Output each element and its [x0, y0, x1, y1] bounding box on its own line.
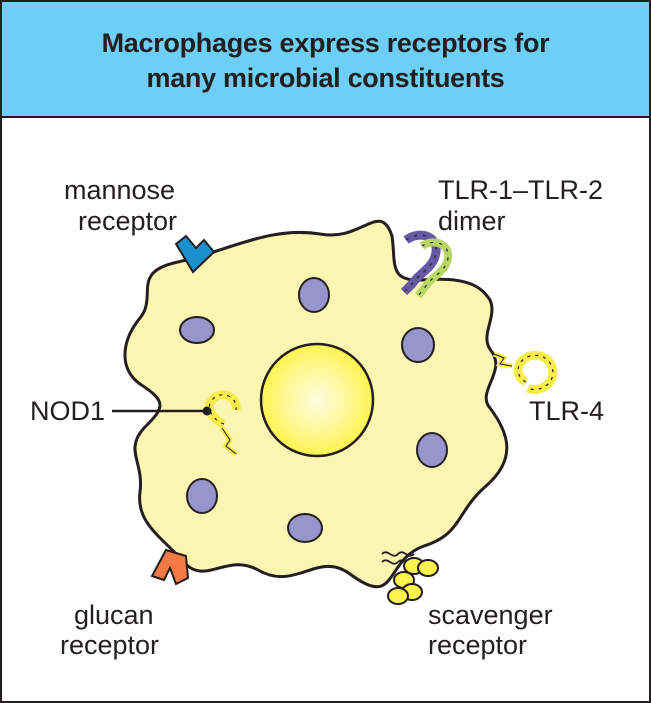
vesicle: [186, 478, 218, 514]
figure-title-line-1: Macrophages express receptors for: [101, 28, 550, 58]
label-mannose-line-1: mannose: [64, 175, 175, 205]
label-tlr12-line-1: TLR-1–TLR-2: [438, 175, 603, 205]
mannose-receptor-icon: [174, 234, 216, 274]
vesicle: [298, 277, 330, 313]
label-mannose-line-2: receptor: [78, 206, 177, 236]
label-scavenger-line-1: scavenger: [428, 600, 553, 630]
vesicle: [401, 327, 435, 363]
label-tlr12-line-2: dimer: [438, 206, 506, 236]
label-glucan-line-2: receptor: [60, 630, 159, 660]
scavenger-receptor-icon: [381, 551, 439, 605]
nod1-icon: [202, 390, 241, 456]
label-nod1: NOD1: [30, 396, 105, 426]
nucleus: [259, 342, 375, 458]
vesicle: [179, 316, 215, 344]
vesicles: [179, 277, 448, 543]
label-glucan-line-1: glucan: [74, 600, 154, 630]
vesicle: [287, 513, 323, 543]
vesicle: [416, 432, 448, 468]
tlr4-icon: [493, 350, 558, 395]
glucan-receptor-icon: [150, 548, 190, 586]
title-banner: Macrophages express receptors for many m…: [2, 2, 649, 118]
tlr1-tlr2-dimer-icon: [400, 230, 453, 299]
label-tlr4: TLR-4: [529, 396, 604, 426]
label-scavenger-line-2: receptor: [428, 630, 527, 660]
figure-title-line-2: many microbial constituents: [146, 63, 505, 93]
